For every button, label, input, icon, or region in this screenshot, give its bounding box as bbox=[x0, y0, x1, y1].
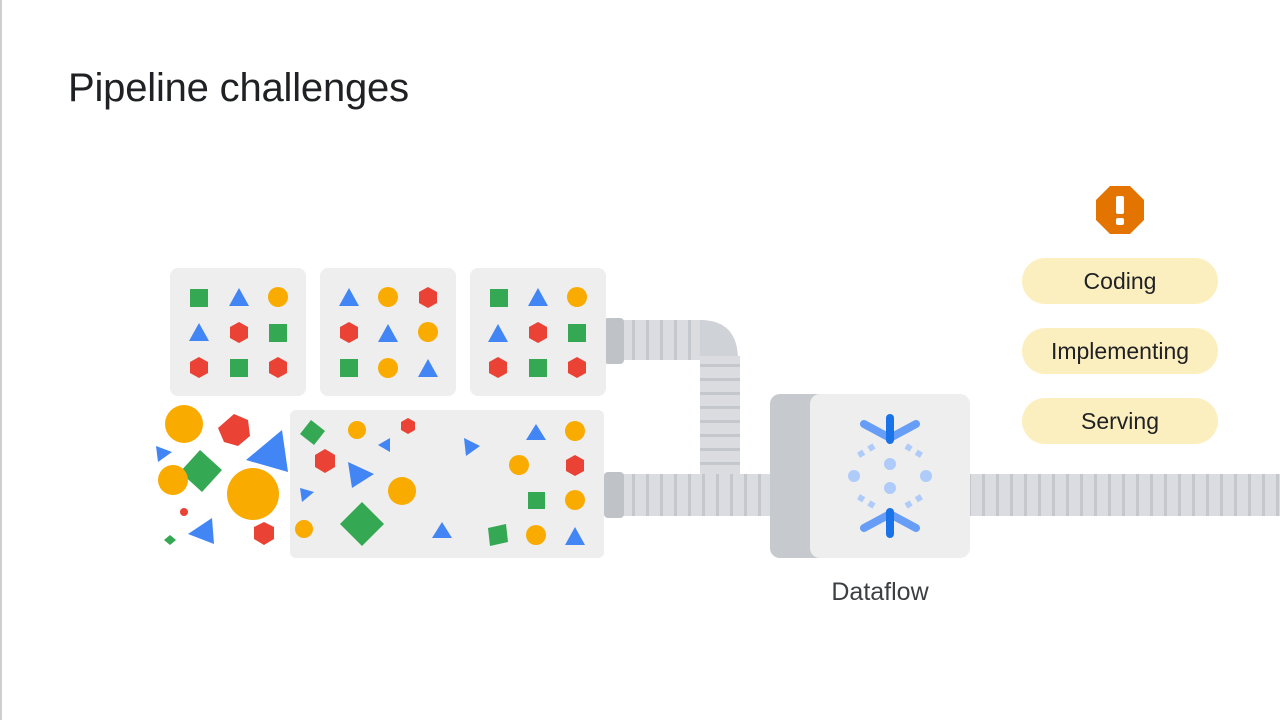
hexagon-shape bbox=[489, 357, 507, 378]
circle-shape bbox=[509, 455, 529, 475]
circle-shape bbox=[565, 490, 585, 510]
circle-shape bbox=[378, 358, 398, 378]
square-shape bbox=[230, 359, 248, 377]
data-batches bbox=[170, 268, 606, 396]
circle-shape bbox=[418, 322, 438, 342]
circle-shape bbox=[295, 520, 313, 538]
triangle-shape bbox=[189, 323, 209, 341]
circle-shape bbox=[526, 525, 546, 545]
hexagon-shape bbox=[190, 357, 208, 378]
triangle-shape bbox=[300, 488, 314, 502]
hexagon-shape bbox=[218, 414, 250, 446]
triangle-shape bbox=[565, 527, 585, 545]
diamond-shape bbox=[300, 420, 325, 445]
square-shape bbox=[490, 289, 508, 307]
square-shape bbox=[488, 524, 508, 546]
hexagon-shape bbox=[230, 322, 248, 343]
diamond-shape bbox=[164, 535, 176, 545]
hexagon-shape bbox=[566, 455, 584, 476]
dataflow-box bbox=[810, 394, 970, 558]
triangle-shape bbox=[432, 522, 452, 538]
square-shape bbox=[529, 359, 547, 377]
circle-shape bbox=[565, 421, 585, 441]
triangle-shape bbox=[378, 438, 390, 452]
triangle-shape bbox=[339, 288, 359, 306]
hexagon-shape bbox=[254, 522, 274, 545]
dataflow-label: Dataflow bbox=[831, 578, 929, 606]
triangle-shape bbox=[348, 462, 374, 488]
lower-pipe-connector bbox=[604, 472, 624, 518]
hexagon-shape bbox=[419, 287, 437, 308]
square-shape bbox=[528, 492, 545, 509]
circle-shape bbox=[388, 477, 416, 505]
output-pipe bbox=[964, 474, 1280, 516]
upper-pipe-horizontal bbox=[614, 320, 700, 360]
upper-pipe-vertical bbox=[700, 356, 740, 474]
circle-shape bbox=[268, 287, 288, 307]
triangle-shape bbox=[229, 288, 249, 306]
exclamation-octagon-icon bbox=[1096, 186, 1144, 234]
circle-shape bbox=[180, 508, 188, 516]
square-shape bbox=[568, 324, 586, 342]
lower-pipe bbox=[606, 474, 802, 516]
dataflow-icon bbox=[848, 414, 932, 538]
pipe-network bbox=[604, 318, 1280, 518]
hexagon-shape bbox=[568, 357, 586, 378]
challenge-pill-coding: Coding bbox=[1022, 258, 1218, 304]
triangle-shape bbox=[528, 288, 548, 306]
upper-pipe-elbow bbox=[700, 320, 738, 360]
overflow-shapes bbox=[156, 405, 288, 545]
hexagon-shape bbox=[269, 357, 287, 378]
circle-shape bbox=[378, 287, 398, 307]
triangle-shape bbox=[526, 424, 546, 440]
triangle-shape bbox=[246, 430, 288, 472]
circle-shape bbox=[165, 405, 203, 443]
triangle-shape bbox=[188, 518, 214, 544]
upper-pipe-connector bbox=[604, 318, 624, 364]
triangle-shape bbox=[378, 324, 398, 342]
diamond-shape bbox=[180, 450, 222, 492]
data-stream bbox=[290, 410, 604, 558]
square-shape bbox=[269, 324, 287, 342]
circle-shape bbox=[158, 465, 188, 495]
slide-title: Pipeline challenges bbox=[68, 66, 409, 110]
challenge-pill-serving: Serving bbox=[1022, 398, 1218, 444]
hexagon-shape bbox=[401, 418, 415, 434]
diamond-shape bbox=[340, 502, 384, 546]
triangle-shape bbox=[488, 324, 508, 342]
triangle-shape bbox=[418, 359, 438, 377]
hexagon-shape bbox=[315, 449, 335, 473]
square-shape bbox=[190, 289, 208, 307]
dataflow-node bbox=[770, 394, 970, 558]
triangle-shape bbox=[464, 438, 480, 456]
hexagon-shape bbox=[340, 322, 358, 343]
square-shape bbox=[340, 359, 358, 377]
circle-shape bbox=[348, 421, 366, 439]
challenge-pill-implementing: Implementing bbox=[1022, 328, 1218, 374]
circle-shape bbox=[227, 468, 279, 520]
circle-shape bbox=[567, 287, 587, 307]
triangle-shape bbox=[156, 446, 172, 462]
hexagon-shape bbox=[529, 322, 547, 343]
